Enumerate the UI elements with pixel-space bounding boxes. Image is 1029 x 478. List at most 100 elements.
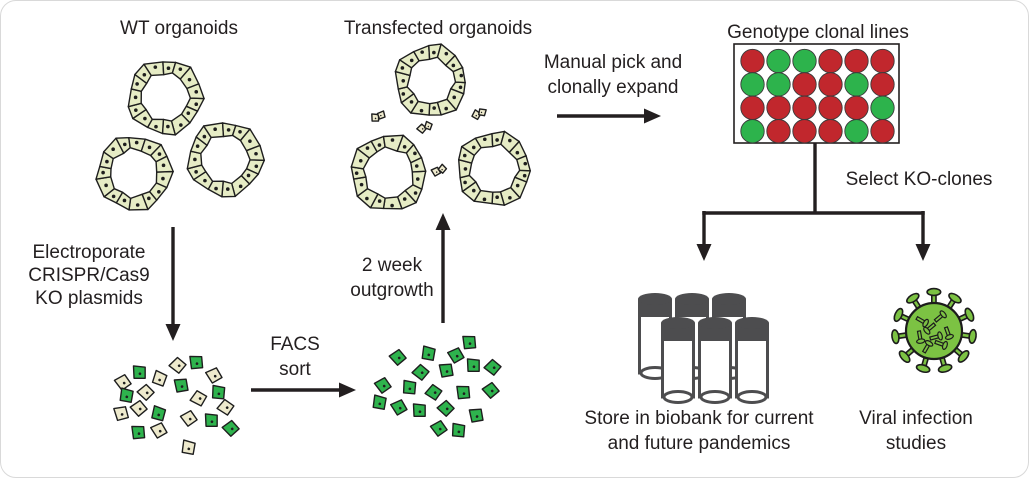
label-select-ko-clones: Select KO-clones	[845, 169, 993, 190]
single-cell-icon	[436, 399, 455, 417]
label-electroporate: Electroporate CRISPR/Cas9 KO plasmids	[28, 242, 150, 309]
single-cell-icon	[483, 358, 502, 376]
virus-surface-mark	[921, 340, 934, 354]
label-genotype-clonal-lines: Genotype clonal lines	[727, 22, 909, 43]
single-cell-icon	[132, 365, 146, 379]
virus-surface-mark	[916, 330, 926, 344]
single-cell-icon	[462, 335, 477, 350]
single-cell-icon	[376, 110, 386, 120]
single-cell-icon	[466, 358, 480, 372]
plate-well	[870, 72, 895, 97]
plate-well	[740, 72, 765, 97]
single-cell-icon	[421, 345, 436, 361]
single-cell-icon	[481, 381, 500, 399]
label-outgrowth: 2 week outgrowth	[350, 255, 434, 301]
plate-well	[818, 48, 843, 74]
plate-well	[818, 95, 843, 120]
single-cell-icon	[113, 406, 130, 422]
single-cell-icon	[181, 439, 196, 455]
plate-well	[844, 119, 869, 144]
plate-well	[792, 72, 817, 97]
label-facs-sort: FACS sort	[270, 334, 320, 380]
plate-well	[740, 119, 765, 144]
single-cell-icon	[216, 398, 235, 416]
wt-organoids-icon	[95, 61, 265, 211]
label-viral-infection: Viral infection studies	[859, 408, 973, 454]
single-cell-icon	[429, 419, 448, 437]
mixed-cells-icon	[113, 355, 240, 455]
label-biobank: Store in biobank for current and future …	[584, 408, 814, 454]
single-cell-icon	[168, 356, 187, 374]
single-cell-icon	[211, 384, 226, 400]
single-cell-icon	[372, 394, 387, 410]
plate-well	[740, 48, 765, 74]
organoid-ring-icon	[127, 61, 205, 136]
label-transfected-organoids: Transfected organoids	[343, 18, 533, 39]
virus-surface-mark	[923, 322, 937, 335]
transfected-organoids-icon	[350, 43, 531, 210]
organoid-ring-icon	[95, 137, 174, 211]
virus-surface-mark	[934, 339, 948, 350]
plate-well	[792, 119, 817, 144]
single-cell-icon	[204, 413, 218, 427]
single-cell-icon	[373, 376, 392, 394]
single-cell-icon	[113, 373, 132, 391]
organoid-ring-icon	[186, 122, 265, 198]
organoid-ring-icon	[350, 134, 427, 210]
label-wt-organoids: WT organoids	[120, 18, 238, 39]
single-cell-icon	[446, 347, 465, 364]
single-cell-icon	[204, 367, 223, 384]
arrow-outgrowth	[435, 213, 451, 323]
label-manual-pick: Manual pick and clonally expand	[543, 52, 683, 98]
single-cell-icon	[189, 355, 204, 370]
organoid-ring-icon	[394, 43, 466, 116]
single-cell-icon	[478, 108, 487, 117]
plate-well	[792, 48, 817, 74]
plate-well	[870, 95, 895, 120]
debris-cells-icon	[371, 108, 487, 177]
cryovial-icon	[735, 317, 769, 404]
single-cell-icon	[402, 379, 417, 395]
single-cell-icon	[129, 399, 148, 417]
plate-well	[818, 72, 843, 97]
plate-well	[766, 48, 791, 74]
cryovial-icon	[698, 317, 732, 404]
arrow-manual-pick	[557, 108, 661, 124]
single-cell-icon	[423, 120, 433, 131]
virus-surface-mark	[933, 310, 947, 323]
single-cell-icon	[173, 378, 189, 393]
cryovials-icon	[638, 293, 769, 404]
single-cell-icon	[411, 363, 430, 381]
single-cell-icon	[412, 403, 426, 417]
plate-well	[766, 119, 791, 144]
single-cell-icon	[136, 383, 155, 401]
single-cell-icon	[189, 390, 208, 407]
arrow-facs	[251, 382, 356, 398]
organoid-ring-icon	[458, 130, 531, 206]
plate-well	[740, 95, 765, 120]
cryovial-icon	[661, 317, 695, 404]
single-cell-icon	[119, 387, 134, 403]
single-cell-icon	[389, 399, 408, 416]
virus-surface-mark	[915, 315, 929, 328]
single-cell-icon	[151, 369, 168, 387]
plate-well	[844, 95, 869, 120]
virus-surface-mark	[943, 326, 954, 340]
sorted-cells-icon	[372, 335, 502, 438]
single-cell-icon	[221, 419, 240, 437]
single-cell-icon	[149, 422, 168, 439]
plate-well	[870, 48, 895, 74]
single-cell-icon	[131, 425, 146, 440]
plate-well	[766, 95, 791, 120]
single-cell-icon	[438, 363, 454, 378]
branch-select-ko	[696, 143, 931, 261]
single-cell-icon	[468, 408, 484, 423]
single-cell-icon	[456, 385, 471, 400]
single-cell-icon	[437, 163, 448, 174]
single-cell-icon	[451, 422, 466, 438]
arrow-electroporate	[165, 227, 181, 341]
single-cell-icon	[371, 113, 380, 122]
plate-well	[818, 119, 843, 144]
